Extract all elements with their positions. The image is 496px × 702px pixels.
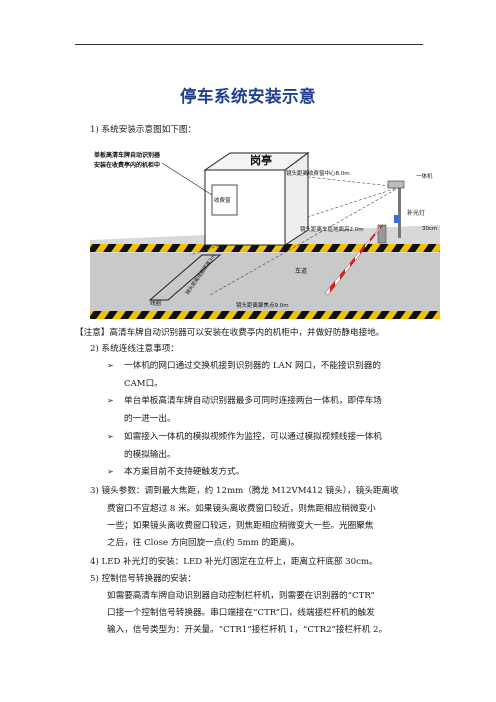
section-1-heading: 1) 系统安装示意图如下图： — [90, 125, 197, 135]
all-in-one-camera — [387, 180, 405, 189]
fill-light-label: 补光灯 — [407, 209, 425, 217]
lane-label: 车道 — [295, 267, 307, 275]
coil-shape — [148, 254, 222, 301]
recognizer-note-line2: 安装在收费亭内的机柜中 — [94, 161, 160, 169]
arrow-bullet-icon: ➢ — [107, 361, 114, 370]
section-3-line3: 一些；如果镜头离收费窗口较远，则焦距相应稍微变大一些。光圈聚焦 — [107, 521, 374, 531]
all-in-one-label: 一体机 — [416, 172, 433, 180]
section-5-line4: 输入，信号类型为：开关量。“CTR1”接栏杆机 1，“CTR2”接栏杆机 2。 — [107, 625, 388, 635]
hazard-strip-top — [90, 244, 440, 252]
height-label: 30cm — [422, 226, 437, 232]
bullet-3-line1: 如需接入一体机的模拟视频作为监控，可以通过模拟视频线接一体机 — [124, 432, 382, 442]
booth-side — [284, 152, 309, 246]
barrier-arm — [324, 224, 384, 296]
bullet-2-line1: 单台单板高清车牌自动识别器最多可同时连接两台一体机，即停车场 — [124, 396, 382, 406]
section-5-line2: 如需要高清车牌自动识别器自动控制栏杆机，则需要在识别器的“CTR” — [107, 591, 375, 601]
coil-label: 线圈 — [150, 299, 162, 307]
booth-label: 岗亭 — [250, 153, 272, 167]
camera-pole — [398, 183, 401, 238]
toll-window-label: 收费窗 — [214, 196, 231, 204]
section-3-line4: 之后，往 Close 方向回旋一点(约 5mm 的距离)。 — [107, 538, 300, 548]
section-3-line1: 3) 镜头参数：调到最大焦距，约 12mm（腾龙 M12VM412 镜头），镜头… — [90, 486, 399, 496]
sightline-focus — [209, 186, 401, 296]
section-2-heading: 2) 系统连线注意事项： — [90, 344, 179, 354]
hazard-strip-bottom — [90, 311, 440, 319]
focus-distance-label: 镜头距离聚焦点9.0m — [236, 301, 289, 309]
page-title: 停车系统安装示意 — [180, 87, 316, 106]
bullet-2-line2: 的一进一出。 — [124, 414, 176, 424]
bullet-4-line1: 本方案目前不支持硬触发方式。 — [124, 467, 245, 477]
section-5-heading: 5) 控制信号转换器的安装： — [90, 574, 197, 584]
toll-window — [211, 184, 238, 216]
installation-diagram: 岗亭 收费窗 单板高清车牌自动识别器 安装在收费亭内的机柜中 一体机 补光灯 3… — [90, 151, 440, 319]
lane-surface — [90, 253, 440, 315]
barrier-base — [377, 224, 387, 244]
bullet-1-line1: 一体机的网口通过交换机接到识别器的 LAN 网口，不能接识别器的 — [124, 361, 381, 371]
bullet-1-line2: CAM口。 — [124, 379, 163, 389]
camera-to-window-label: 镜头距离收费窗中心8.0m — [286, 169, 350, 177]
note-paragraph: 【注意】高清车牌自动识别器可以安装在收费亭内的机柜中，并做好防静电接地。 — [75, 328, 385, 338]
arrow-bullet-icon: ➢ — [107, 432, 114, 441]
camera-to-lane-edge-label: 镜头距离车道地面高2.0m — [300, 225, 364, 233]
arrow-bullet-icon: ➢ — [107, 467, 114, 476]
section-5-line3: 口接一个控制信号转换器。串口端接在“CTR”口，线端接栏杆机的触发 — [107, 608, 375, 618]
header-rule — [75, 44, 423, 45]
bullet-3-line2: 的模拟输出。 — [124, 450, 176, 460]
arrow-bullet-icon: ➢ — [107, 396, 114, 405]
section-3-line2: 费窗口不宜超过 8 米。如果镜头离收费窗口较近，则焦距相应稍微变小 — [107, 504, 376, 514]
fill-light — [394, 215, 400, 223]
recognizer-note-line1: 单板高清车牌自动识别器 — [94, 151, 161, 159]
section-4-paragraph: 4) LED 补光灯的安装：LED 补光灯固定在立杆上，距离立杆底部 30cm。 — [90, 557, 378, 567]
note-pointer — [161, 162, 213, 196]
